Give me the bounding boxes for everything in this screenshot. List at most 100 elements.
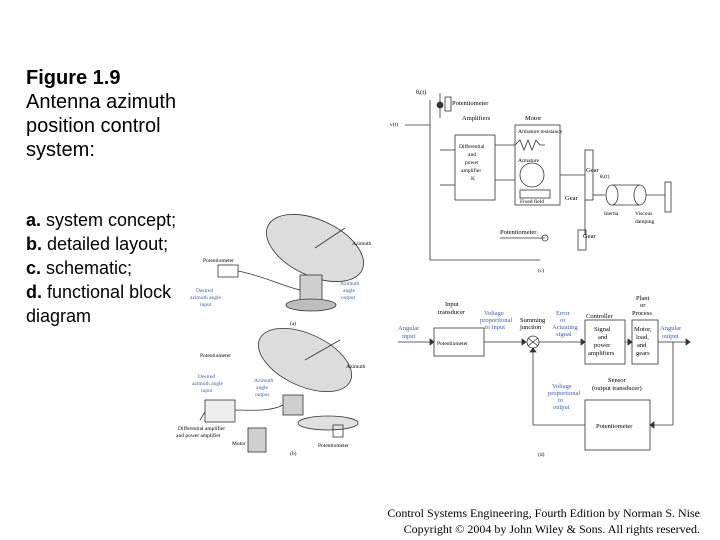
svg-text:Motor,: Motor,	[634, 326, 652, 333]
pot-top-label: Potentiometer	[452, 100, 489, 107]
svg-text:or: or	[560, 317, 566, 324]
v-label: v(t)	[390, 121, 398, 128]
svg-text:azimuth angle: azimuth angle	[192, 381, 224, 387]
subpart-d: d. functional block diagram	[26, 282, 172, 326]
figure-number: Figure 1.9	[26, 67, 121, 89]
svg-text:proportional: proportional	[480, 317, 512, 324]
subpart-b: b. detailed layout;	[26, 234, 169, 254]
svg-text:Desired: Desired	[198, 374, 215, 380]
svg-text:Differential amplifier: Differential amplifier	[178, 425, 225, 432]
layout-b-labels: Potentiometer Azimuth Desired azimuth an…	[176, 353, 365, 457]
panel-a: (a)	[290, 320, 296, 327]
svg-text:output: output	[553, 404, 570, 411]
svg-text:Azimuth: Azimuth	[340, 281, 359, 287]
svg-text:Potentiometer: Potentiometer	[200, 353, 231, 359]
theta-o-label: θₒ(t)	[600, 173, 610, 180]
svg-text:Azimuth: Azimuth	[352, 241, 371, 247]
svg-text:Potentiometer: Potentiometer	[437, 341, 468, 347]
gear-top-label: Gear	[586, 167, 599, 174]
svg-text:output: output	[662, 333, 679, 340]
svg-text:and: and	[598, 334, 608, 341]
svg-text:Error: Error	[556, 310, 571, 317]
concept-a	[217, 214, 364, 312]
armature-label: Armature	[518, 158, 540, 164]
credit-line-2: Copyright © 2004 by John Wiley & Sons. A…	[403, 522, 700, 536]
caption-line-2: position control	[26, 115, 161, 137]
svg-text:Voltage: Voltage	[484, 310, 504, 317]
svg-text:Signal: Signal	[594, 326, 611, 333]
svg-text:gears: gears	[636, 350, 650, 357]
svg-text:Desired: Desired	[196, 288, 213, 294]
layout-b	[199, 327, 359, 453]
gear-mid-label: Gear	[565, 195, 578, 202]
schematic-c	[405, 93, 672, 261]
caption-line-1: Antenna azimuth	[26, 91, 177, 113]
svg-text:azimuth angle: azimuth angle	[190, 295, 222, 301]
svg-text:K: K	[471, 176, 475, 182]
svg-text:input: input	[402, 333, 416, 340]
svg-text:Potentiometer: Potentiometer	[596, 423, 633, 430]
svg-text:amplifier: amplifier	[461, 167, 481, 174]
figure-caption: Figure 1.9 Antenna azimuth position cont…	[26, 66, 196, 162]
svg-text:junction: junction	[519, 324, 542, 331]
svg-text:(output transducer): (output transducer)	[592, 385, 642, 392]
svg-text:Viscous: Viscous	[635, 211, 652, 217]
concept-a-labels: Potentiometer Azimuth Desired azimuth an…	[190, 241, 371, 327]
svg-text:Plant: Plant	[636, 295, 650, 302]
armature-res-label: Armature resistance	[518, 129, 563, 135]
svg-text:Voltage: Voltage	[552, 383, 572, 390]
svg-text:and power amplifier: and power amplifier	[176, 432, 221, 439]
svg-text:Process: Process	[632, 310, 652, 317]
svg-text:input: input	[200, 302, 212, 308]
svg-text:proportional: proportional	[548, 390, 580, 397]
svg-text:transducer: transducer	[438, 309, 466, 316]
svg-text:Potentiometer: Potentiometer	[203, 258, 234, 264]
svg-text:Input: Input	[445, 301, 459, 308]
svg-text:output: output	[255, 392, 270, 398]
svg-text:angle: angle	[343, 288, 355, 294]
svg-text:Azimuth: Azimuth	[254, 378, 273, 384]
svg-text:Angular: Angular	[398, 325, 420, 332]
svg-text:load,: load,	[636, 334, 649, 341]
svg-text:Potentiometer: Potentiometer	[318, 443, 349, 449]
svg-text:Sensor: Sensor	[608, 377, 627, 384]
svg-text:Motor: Motor	[232, 441, 246, 447]
svg-text:Summing: Summing	[520, 317, 546, 324]
theta-i-label: θᵢ(t)	[416, 89, 426, 96]
block-diagram-d	[398, 319, 691, 451]
copyright-credit: Control Systems Engineering, Fourth Edit…	[387, 505, 700, 537]
schematic-c-labels: θᵢ(t) Potentiometer Amplifiers Motor Arm…	[390, 89, 654, 274]
svg-text:Differential: Differential	[459, 143, 485, 150]
caption-line-3: system:	[26, 139, 95, 161]
subpart-list: a. system concept; b. detailed layout; c…	[26, 208, 196, 328]
svg-text:angle: angle	[256, 385, 268, 391]
panel-d: (d)	[538, 451, 545, 458]
svg-text:to input: to input	[485, 324, 505, 331]
block-diagram-d-labels: Input transducer Voltage proportional to…	[398, 295, 682, 458]
pot-bottom-label: Potentiometer	[500, 229, 537, 236]
svg-text:power: power	[465, 160, 479, 166]
panel-b: (b)	[290, 450, 297, 457]
svg-text:Azimuth: Azimuth	[346, 364, 365, 370]
fixed-field-label: Fixed field	[520, 198, 544, 205]
svg-text:amplifiers: amplifiers	[588, 350, 615, 357]
credit-line-1: Control Systems Engineering, Fourth Edit…	[387, 506, 700, 520]
gear-bottom-label: Gear	[583, 233, 596, 240]
svg-text:or: or	[640, 302, 646, 309]
subpart-c: c. schematic;	[26, 258, 133, 278]
svg-text:input: input	[201, 388, 213, 394]
svg-text:Angular: Angular	[660, 325, 682, 332]
svg-text:damping: damping	[635, 219, 654, 225]
svg-text:signal: signal	[556, 331, 572, 338]
panel-c: (c)	[538, 267, 544, 274]
svg-text:power: power	[594, 342, 611, 349]
svg-text:and: and	[468, 152, 476, 158]
subpart-a: a. system concept;	[26, 210, 177, 230]
svg-text:output: output	[341, 295, 356, 301]
amplifiers-label: Amplifiers	[462, 115, 491, 122]
inertia-label: Inertia	[604, 211, 619, 217]
svg-text:Controller: Controller	[586, 313, 614, 320]
svg-text:and: and	[637, 342, 647, 349]
svg-text:to: to	[558, 397, 563, 404]
